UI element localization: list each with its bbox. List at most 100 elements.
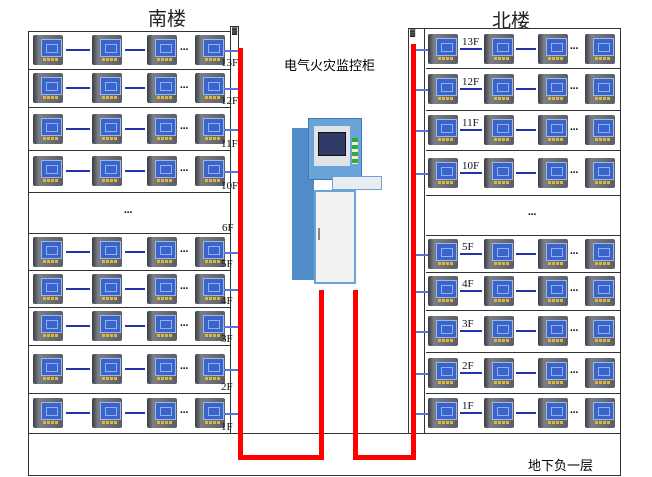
basement-label: 地下负一层 (528, 458, 594, 473)
branch-wire (416, 413, 428, 415)
power-meter-icon (484, 316, 514, 346)
bus-wire (66, 87, 90, 89)
basement-ceiling (28, 433, 621, 434)
power-meter-icon (33, 114, 63, 144)
power-meter-icon (585, 115, 615, 145)
floor-label: 11F (462, 117, 479, 129)
floor-label: 12F (221, 95, 239, 107)
power-meter-icon (538, 316, 568, 346)
ellipsis: ... (180, 41, 189, 53)
bus-wire (460, 253, 482, 255)
bus-wire (66, 251, 90, 253)
ellipsis: ... (570, 322, 579, 334)
power-meter-icon (538, 158, 568, 188)
power-meter-icon (585, 276, 615, 306)
ellipsis: ... (180, 280, 189, 292)
power-meter-icon (585, 34, 615, 64)
bus-north (411, 44, 416, 460)
power-meter-icon (33, 274, 63, 304)
floor-label: 10F (462, 160, 480, 172)
power-meter-icon (585, 316, 615, 346)
bus-wire (125, 288, 145, 290)
bus-wire (125, 49, 145, 51)
power-meter-icon (147, 274, 177, 304)
power-meter-icon (195, 398, 225, 428)
bus-wire (125, 170, 145, 172)
floor-divider (28, 69, 231, 70)
floor-label: 10F (221, 180, 239, 192)
bus-wire (460, 330, 482, 332)
bus-wire (125, 412, 145, 414)
ellipsis: ... (570, 80, 579, 92)
bus-wire (125, 368, 145, 370)
ellipsis: ... (570, 404, 579, 416)
floor-divider (426, 110, 620, 111)
branch-wire (224, 413, 238, 415)
bus-wire (516, 330, 536, 332)
floor-label: 11F (221, 138, 238, 150)
bus-wire (460, 372, 482, 374)
branch-wire (416, 291, 428, 293)
branch-wire (416, 173, 428, 175)
power-meter-icon (147, 398, 177, 428)
ellipsis: ... (528, 206, 537, 218)
power-meter-icon (92, 354, 122, 384)
power-meter-icon (538, 74, 568, 104)
ellipsis: ... (180, 404, 189, 416)
power-meter-icon (147, 114, 177, 144)
branch-wire (224, 50, 238, 52)
power-meter-icon (428, 115, 458, 145)
floor-divider (426, 150, 620, 151)
ellipsis: ... (570, 282, 579, 294)
power-meter-icon (147, 35, 177, 65)
power-meter-icon (484, 158, 514, 188)
south-shaft-left (230, 26, 231, 434)
floor-divider (28, 192, 231, 193)
floor-label: 4F (462, 278, 474, 290)
power-meter-icon (33, 398, 63, 428)
floor-divider (28, 345, 231, 346)
bus-wire (516, 48, 536, 50)
south-building-title: 南楼 (148, 9, 187, 30)
north-shaft-right (424, 28, 425, 434)
monitoring-cabinet-icon (292, 118, 382, 284)
branch-wire (224, 289, 238, 291)
bus-north-cabinet (353, 290, 358, 460)
power-meter-icon (195, 354, 225, 384)
bus-wire (516, 172, 536, 174)
branch-wire (224, 326, 238, 328)
power-meter-icon (538, 358, 568, 388)
power-meter-icon (33, 237, 63, 267)
branch-wire (224, 252, 238, 254)
bus-wire (66, 412, 90, 414)
floor-divider (28, 233, 231, 234)
ellipsis: ... (180, 162, 189, 174)
power-meter-icon (195, 73, 225, 103)
north-building-title: 北楼 (492, 11, 531, 32)
floor-divider (426, 68, 620, 69)
bus-wire (66, 368, 90, 370)
floor-divider (28, 270, 231, 271)
bus-wire (460, 129, 482, 131)
south-roof (28, 31, 231, 32)
power-meter-icon (147, 354, 177, 384)
power-meter-icon (428, 74, 458, 104)
branch-wire (416, 89, 428, 91)
power-meter-icon (484, 74, 514, 104)
power-meter-icon (428, 34, 458, 64)
basement-floor (28, 475, 621, 476)
cabinet-label: 电气火灾监控柜 (284, 58, 376, 73)
power-meter-icon (195, 237, 225, 267)
floor-divider (28, 150, 231, 151)
south-wall (28, 31, 29, 476)
floor-label: 5F (462, 241, 474, 253)
floor-label: 13F (221, 57, 239, 69)
ellipsis: ... (180, 317, 189, 329)
power-meter-icon (428, 358, 458, 388)
power-meter-icon (33, 311, 63, 341)
bus-wire (460, 290, 482, 292)
bus-wire (66, 128, 90, 130)
bus-wire (125, 325, 145, 327)
power-meter-icon (195, 274, 225, 304)
power-meter-icon (538, 239, 568, 269)
